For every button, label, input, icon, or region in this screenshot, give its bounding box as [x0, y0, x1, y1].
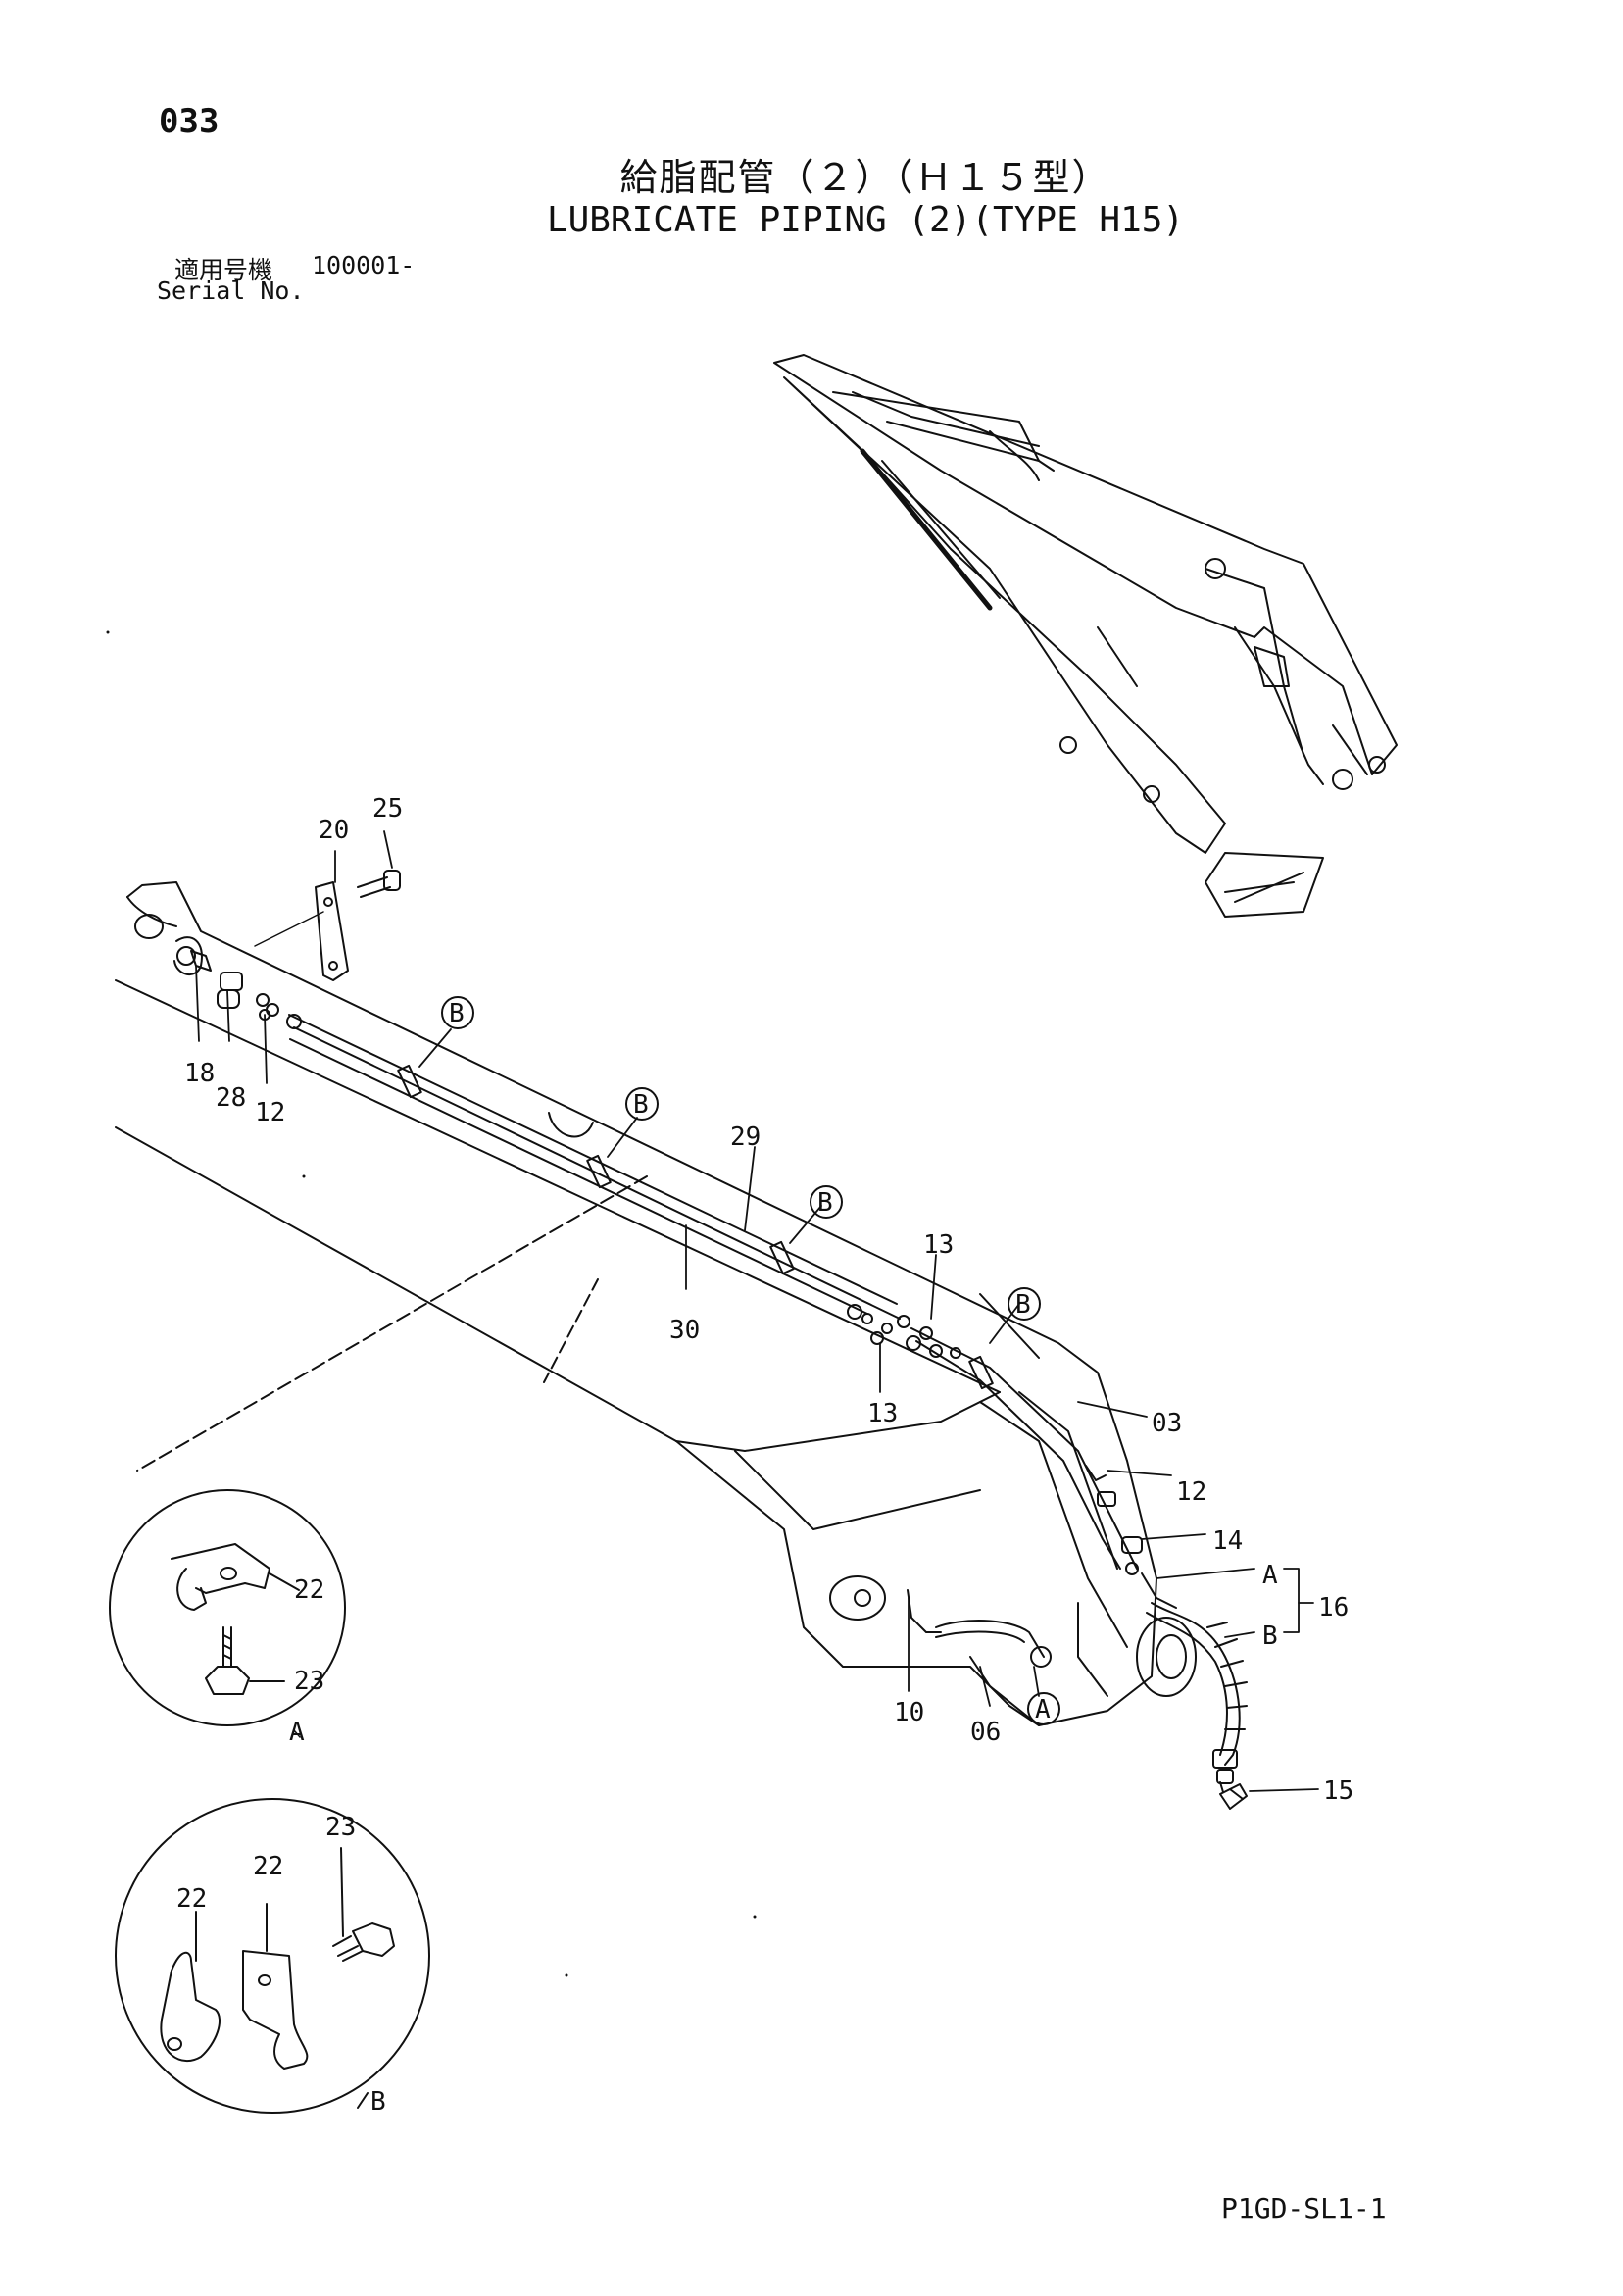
serial-label-english: Serial No. [157, 276, 305, 305]
callout-28: 28 [216, 1083, 246, 1113]
callout-16-a: A [1262, 1561, 1278, 1590]
callout-12-left: 12 [255, 1098, 285, 1127]
callout-15: 15 [1323, 1776, 1353, 1806]
marker-b-4: B [1015, 1290, 1031, 1320]
right-fittings [907, 1465, 1248, 1810]
marker-a-1: A [1035, 1695, 1051, 1724]
marker-circles [441, 996, 1060, 1725]
middle-fittings [847, 1304, 961, 1359]
title-english: LUBRICATE PIPING (2)(TYPE H15) [546, 200, 1185, 240]
boom-outline [115, 881, 1197, 1726]
overview-excavator-arm [773, 354, 1398, 918]
callout-06: 06 [970, 1718, 1001, 1747]
marker-b-3: B [817, 1188, 833, 1218]
detail-a-part-22: 22 [294, 1575, 324, 1605]
callout-13-upper: 13 [923, 1230, 954, 1260]
serial-number: 100001- [312, 251, 416, 279]
page-number: 033 [159, 102, 220, 141]
callout-10: 10 [894, 1698, 924, 1727]
left-fittings [190, 870, 401, 1029]
callout-29: 29 [730, 1123, 761, 1152]
callout-12-right: 12 [1176, 1477, 1206, 1507]
callout-18: 18 [184, 1059, 215, 1088]
callout-14: 14 [1212, 1526, 1243, 1556]
detail-a: 22 23 A [109, 1489, 346, 1747]
detail-b-view-label: B [370, 2087, 386, 2117]
title-japanese: 給脂配管（２）（Ｈ１５型） [619, 156, 1111, 199]
detail-a-view-label: A [289, 1718, 305, 1747]
callout-03: 03 [1152, 1409, 1182, 1438]
callout-30: 30 [669, 1316, 700, 1345]
marker-b-1: B [449, 999, 465, 1028]
lube-pipes [288, 1014, 1138, 1570]
leader-lines [195, 830, 1319, 1792]
footer-code: P1GD-SL1-1 [1221, 2192, 1387, 2224]
callout-25: 25 [372, 794, 403, 824]
callout-labels: 25 20 18 28 12 29 30 13 13 03 12 14 A B … [184, 794, 1353, 1806]
callout-20: 20 [319, 816, 349, 845]
detail-b-part-22-left: 22 [176, 1884, 207, 1914]
callout-16: 16 [1318, 1593, 1349, 1622]
detail-b-part-22-right: 22 [253, 1852, 283, 1881]
detail-b-part-23: 23 [325, 1813, 356, 1842]
boom-end-bracket [126, 896, 203, 975]
detail-a-part-23: 23 [294, 1667, 324, 1696]
serial-label-japanese: 適用号機 [174, 256, 273, 284]
callout-16-b: B [1262, 1622, 1278, 1651]
marker-b-2: B [633, 1090, 649, 1120]
speckle-dots [106, 630, 757, 1977]
detail-b: 22 22 23 B [115, 1798, 430, 2117]
callout-13-lower: 13 [867, 1399, 898, 1428]
